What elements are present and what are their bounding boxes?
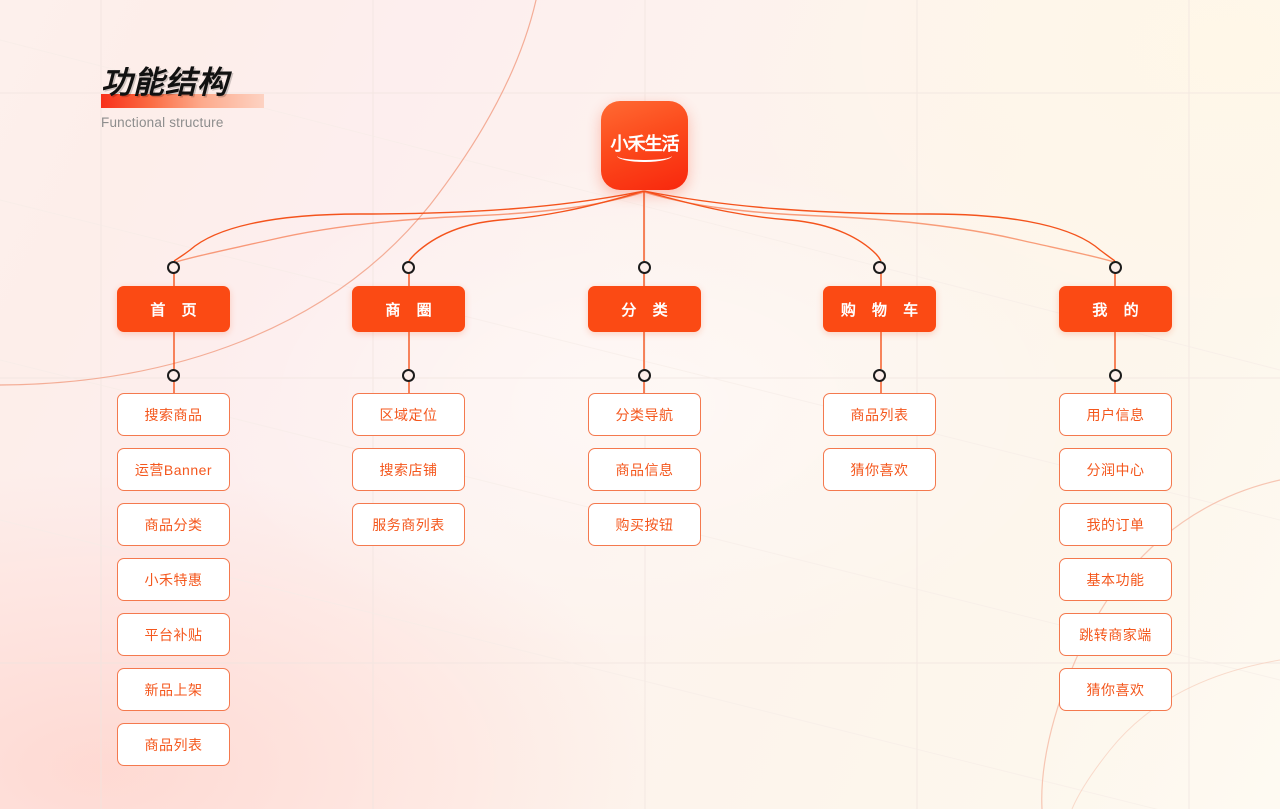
connector-ring-top-home (167, 261, 180, 274)
leaf-node-label: 分类导航 (615, 406, 674, 423)
leaf-node-category-2[interactable]: 购买按钮 (588, 503, 701, 546)
page-title: 功能结构 (101, 65, 229, 101)
primary-node-label: 购 物 车 (840, 301, 925, 319)
primary-node-mine[interactable]: 我 的 (1059, 286, 1172, 332)
leaf-node-mine-2[interactable]: 我的订单 (1059, 503, 1172, 546)
leaf-node-label: 平台补贴 (144, 626, 203, 643)
connector-ring-mid-home (167, 369, 180, 382)
primary-node-home[interactable]: 首 页 (117, 286, 230, 332)
leaf-node-label: 跳转商家端 (1079, 626, 1152, 643)
leaf-node-label: 商品列表 (144, 736, 203, 753)
page-subtitle: Functional structure (101, 115, 224, 130)
primary-node-label: 分 类 (621, 301, 674, 319)
connector-ring-top-mine (1109, 261, 1122, 274)
leaf-node-label: 基本功能 (1086, 571, 1145, 588)
leaf-node-label: 搜索店铺 (379, 461, 438, 478)
connector-ring-mid-business-circle (402, 369, 415, 382)
leaf-node-label: 猜你喜欢 (850, 461, 909, 478)
leaf-node-cart-0[interactable]: 商品列表 (823, 393, 936, 436)
leaf-node-label: 商品列表 (850, 406, 909, 423)
leaf-node-mine-1[interactable]: 分润中心 (1059, 448, 1172, 491)
leaf-node-business-circle-0[interactable]: 区域定位 (352, 393, 465, 436)
root-node-app-logo[interactable]: 小禾生活 (601, 101, 688, 190)
connector-ring-mid-mine (1109, 369, 1122, 382)
leaf-node-home-0[interactable]: 搜索商品 (117, 393, 230, 436)
connector-ring-top-business-circle (402, 261, 415, 274)
leaf-node-label: 商品分类 (144, 516, 203, 533)
leaf-node-label: 分润中心 (1086, 461, 1145, 478)
leaf-node-label: 运营Banner (134, 461, 213, 478)
leaf-node-home-2[interactable]: 商品分类 (117, 503, 230, 546)
leaf-node-label: 小禾特惠 (144, 571, 203, 588)
leaf-node-business-circle-2[interactable]: 服务商列表 (352, 503, 465, 546)
page-title-block: 功能结构 Functional structure (101, 65, 431, 130)
leaf-node-label: 搜索商品 (144, 406, 203, 423)
leaf-node-mine-0[interactable]: 用户信息 (1059, 393, 1172, 436)
leaf-node-home-5[interactable]: 新品上架 (117, 668, 230, 711)
primary-node-category[interactable]: 分 类 (588, 286, 701, 332)
leaf-node-category-1[interactable]: 商品信息 (588, 448, 701, 491)
leaf-node-label: 服务商列表 (372, 516, 445, 533)
primary-node-label: 我 的 (1092, 301, 1145, 319)
leaf-node-home-1[interactable]: 运营Banner (117, 448, 230, 491)
leaf-node-label: 区域定位 (379, 406, 438, 423)
leaf-node-home-4[interactable]: 平台补贴 (117, 613, 230, 656)
leaf-node-mine-3[interactable]: 基本功能 (1059, 558, 1172, 601)
logo-swoosh-icon (617, 149, 672, 162)
leaf-node-category-0[interactable]: 分类导航 (588, 393, 701, 436)
leaf-node-label: 新品上架 (144, 681, 203, 698)
leaf-node-home-3[interactable]: 小禾特惠 (117, 558, 230, 601)
connector-ring-top-cart (873, 261, 886, 274)
leaf-node-label: 购买按钮 (615, 516, 674, 533)
leaf-node-cart-1[interactable]: 猜你喜欢 (823, 448, 936, 491)
leaf-node-label: 用户信息 (1086, 406, 1145, 423)
connector-ring-top-category (638, 261, 651, 274)
connector-ring-mid-category (638, 369, 651, 382)
leaf-node-label: 猜你喜欢 (1086, 681, 1145, 698)
leaf-node-label: 我的订单 (1086, 516, 1145, 533)
leaf-node-business-circle-1[interactable]: 搜索店铺 (352, 448, 465, 491)
leaf-node-home-6[interactable]: 商品列表 (117, 723, 230, 766)
primary-node-label: 首 页 (150, 301, 203, 319)
leaf-node-mine-5[interactable]: 猜你喜欢 (1059, 668, 1172, 711)
leaf-node-label: 商品信息 (615, 461, 674, 478)
leaf-node-mine-4[interactable]: 跳转商家端 (1059, 613, 1172, 656)
connector-ring-mid-cart (873, 369, 886, 382)
primary-node-cart[interactable]: 购 物 车 (823, 286, 936, 332)
primary-node-label: 商 圈 (385, 301, 438, 319)
primary-node-business-circle[interactable]: 商 圈 (352, 286, 465, 332)
